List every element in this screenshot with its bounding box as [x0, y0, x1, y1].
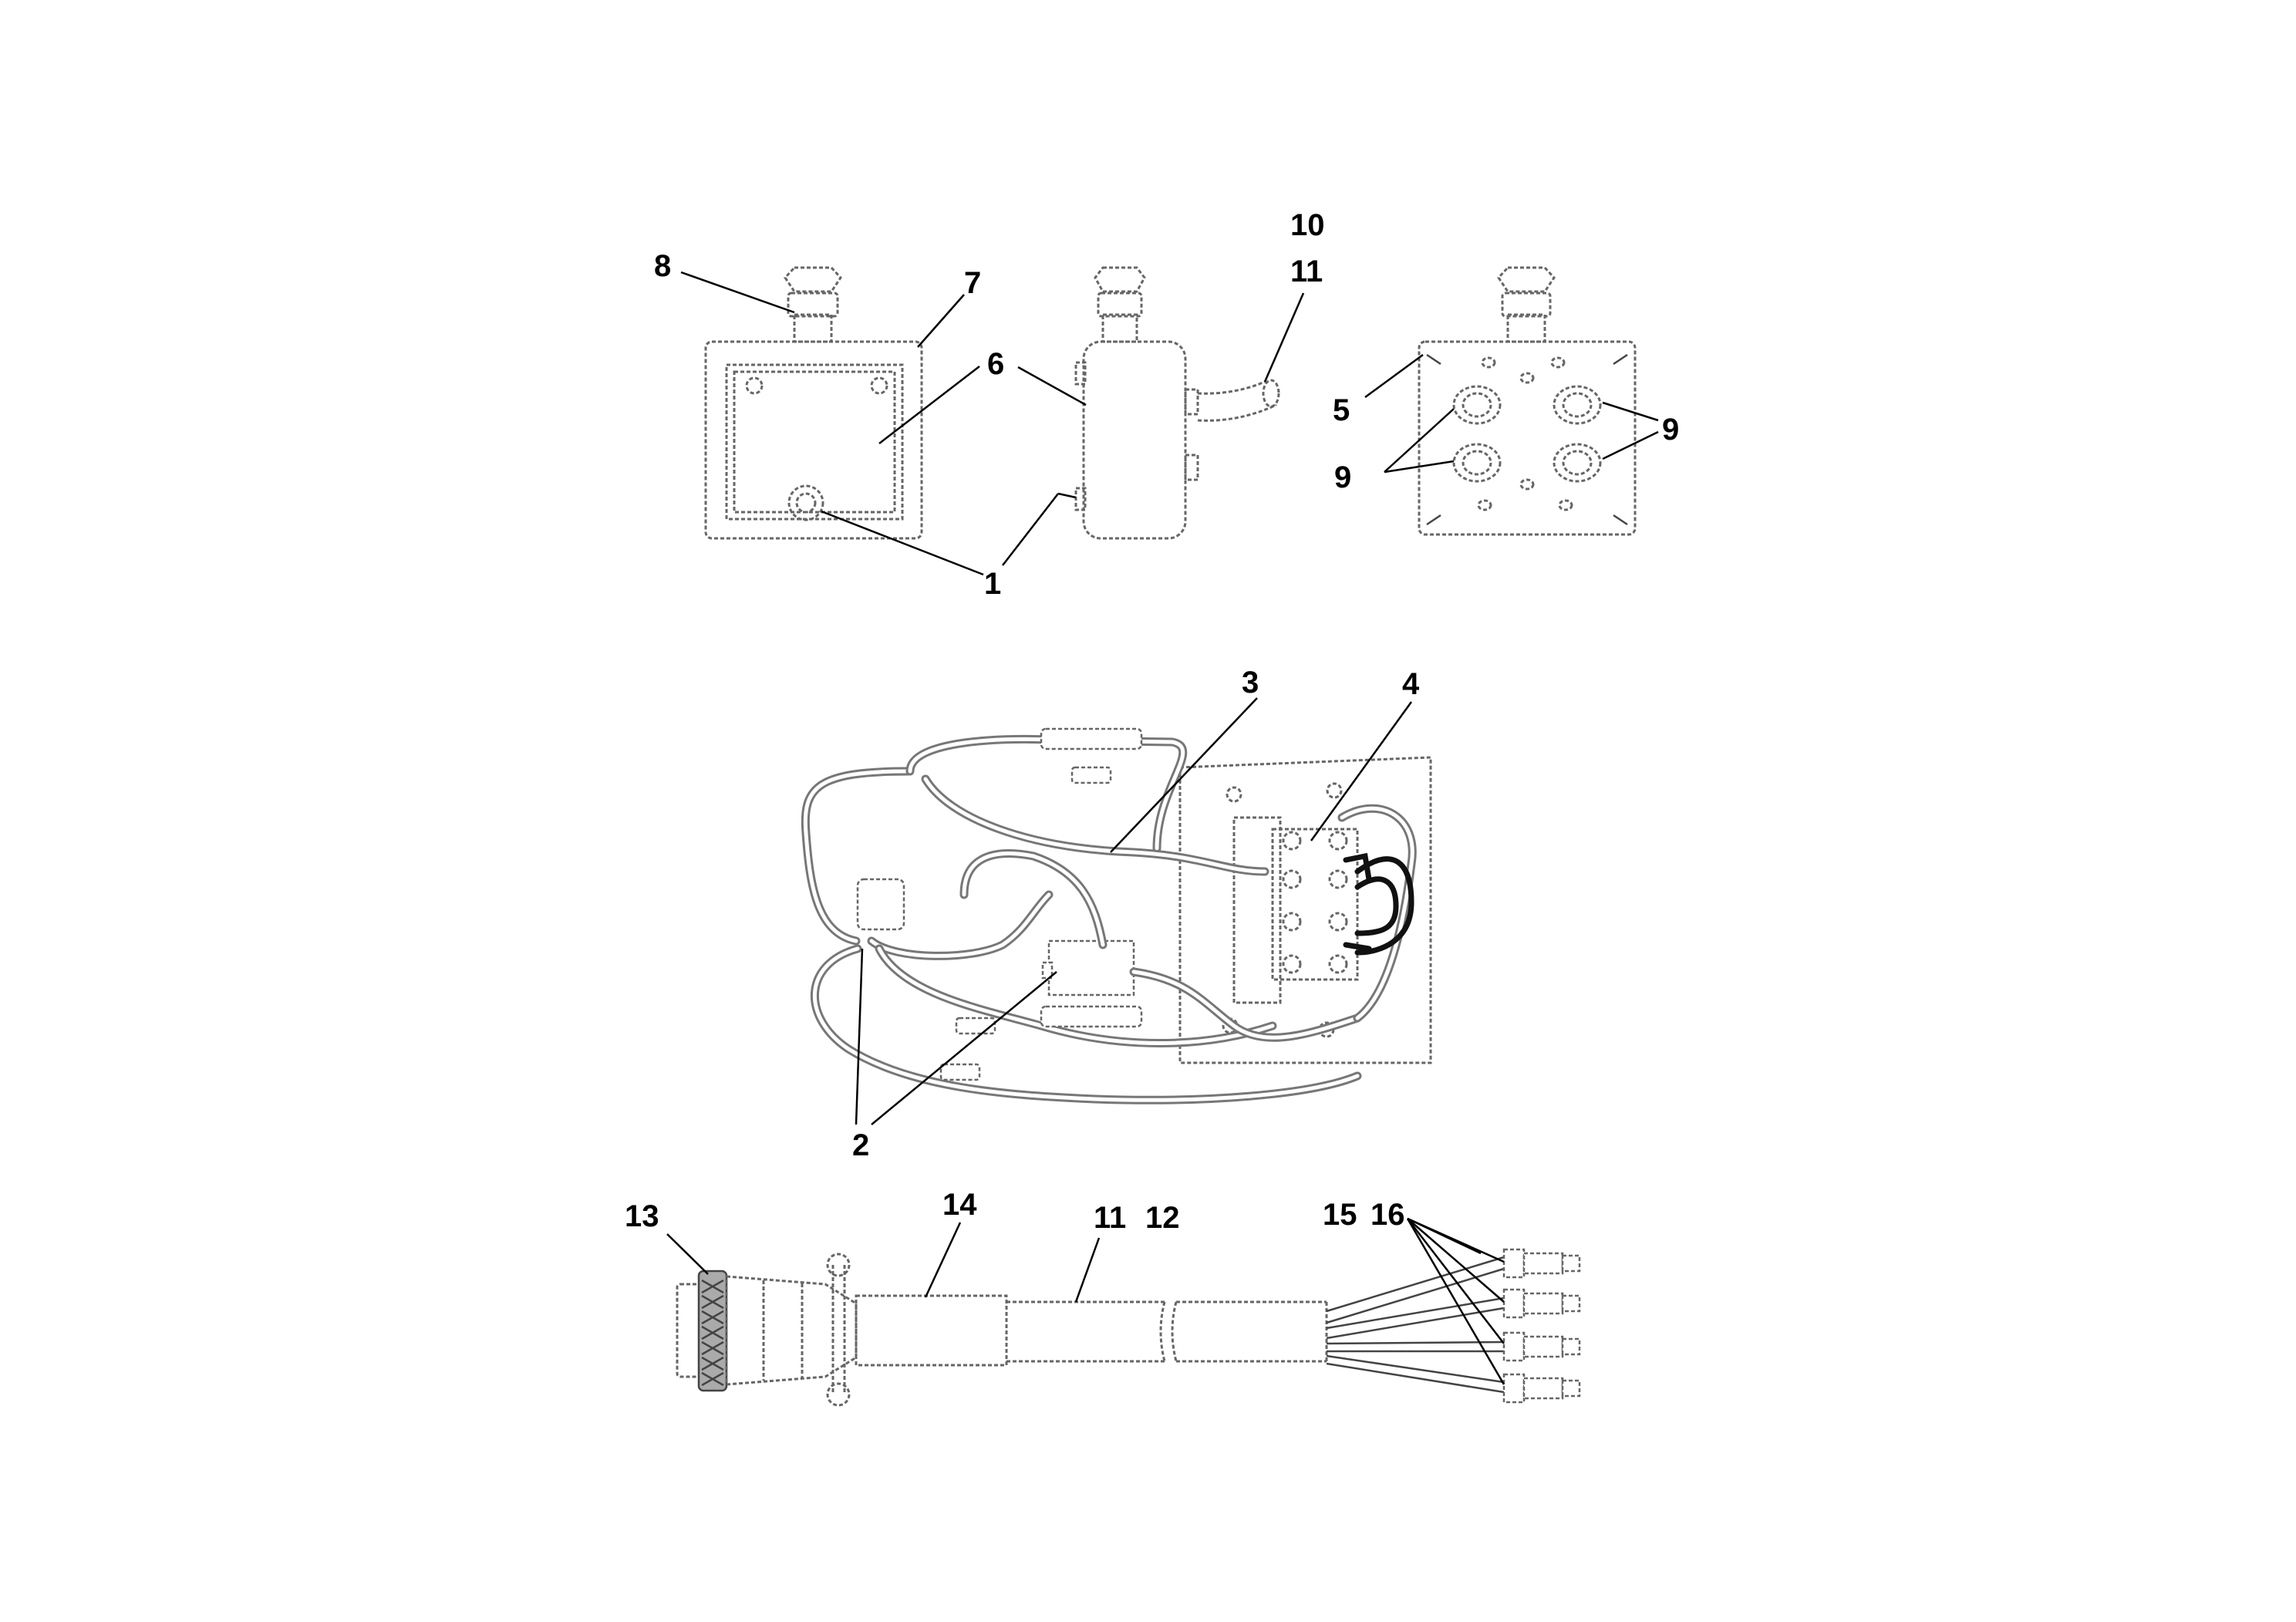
- leader-lines: [666, 271, 1659, 1385]
- callout-4: 4: [1402, 667, 1420, 701]
- callout-8: 8: [654, 249, 671, 283]
- callout-9-left: 9: [1334, 460, 1351, 494]
- internal-wiring-view: [801, 727, 1432, 1104]
- callout-2: 2: [852, 1128, 869, 1162]
- callout-9-right: 9: [1662, 413, 1679, 447]
- enclosure-side-view: [1074, 266, 1280, 540]
- callout-16: 16: [1371, 1198, 1405, 1232]
- callout-6: 6: [987, 347, 1004, 381]
- callout-5: 5: [1333, 393, 1350, 427]
- enclosure-rear-view: [1418, 266, 1637, 536]
- callout-12: 12: [1145, 1201, 1180, 1235]
- cable-assembly: [676, 1248, 1581, 1407]
- enclosure-front-view: [704, 266, 923, 540]
- callout-11-top: 11: [1290, 255, 1323, 288]
- callout-1: 1: [984, 567, 1001, 601]
- callout-7: 7: [964, 266, 981, 300]
- callout-3: 3: [1242, 666, 1259, 700]
- callout-15: 15: [1323, 1198, 1357, 1232]
- callout-14: 14: [942, 1188, 977, 1222]
- callout-13: 13: [625, 1199, 659, 1233]
- callout-11-bottom: 11: [1094, 1201, 1126, 1235]
- callout-10: 10: [1290, 208, 1325, 242]
- callout-labels: 8 7 6 1 10 11 5 9 9 3 4 2 13 14 11 12 15…: [625, 208, 1679, 1235]
